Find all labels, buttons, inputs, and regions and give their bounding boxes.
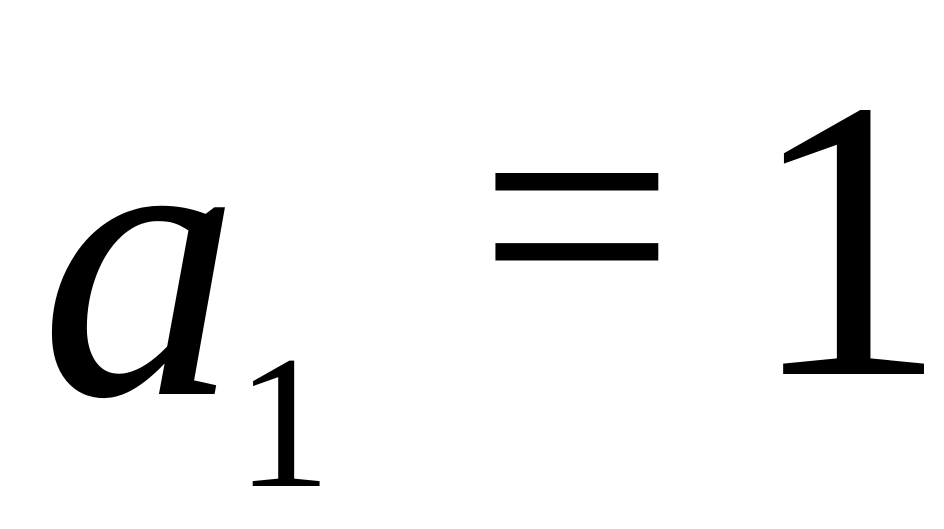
equation-variable: a: [40, 38, 240, 481]
equation-value: 1: [748, 18, 944, 461]
equation-subscript: 1: [236, 318, 331, 528]
equation-operator: =: [478, 21, 676, 409]
